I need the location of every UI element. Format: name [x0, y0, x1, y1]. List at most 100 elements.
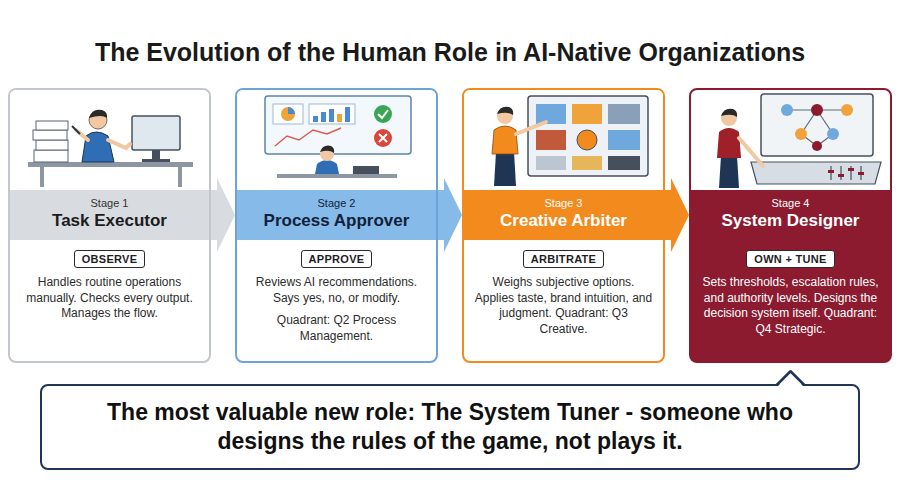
- illustration-part: [516, 122, 546, 134]
- illustration-part: [841, 104, 853, 116]
- stage-title: Process Approver: [243, 211, 430, 231]
- stage-card: Stage 3 Creative ArbiterARBITRATE Weighs s…: [462, 88, 665, 363]
- stage-number: Stage 4: [697, 197, 884, 209]
- illustration-part: [608, 156, 640, 170]
- stage-card: Stage 1 Task ExecutorOBSERVE Handles routi…: [8, 88, 211, 363]
- action-tag: APPROVE: [301, 250, 373, 268]
- stage-body: Reviews AI recommendations. Says yes, no…: [237, 275, 436, 361]
- illustration-part: [309, 104, 355, 124]
- illustration-part: [315, 160, 339, 174]
- dashboard-review-illustration: [265, 96, 411, 178]
- stage-description: Reviews AI recommendations. Says yes, no…: [247, 275, 426, 306]
- stage-description: Quadrant: Q2 Process Management.: [247, 313, 426, 344]
- illustration-part: [717, 128, 741, 158]
- stage-number: Stage 3: [470, 197, 657, 209]
- dashboard-review-illustration: [237, 90, 436, 190]
- illustration-part: [89, 110, 107, 118]
- screen-choice-illustration: [492, 96, 648, 186]
- illustration-part: [36, 140, 68, 150]
- illustration-part: [497, 107, 513, 115]
- illustration-part: [781, 104, 793, 116]
- illustration-part: [572, 156, 602, 170]
- illustration-part: [36, 121, 68, 130]
- illustration-part: [142, 159, 170, 162]
- stage-title: Creative Arbiter: [470, 211, 657, 231]
- stage-band: Stage 2 Process Approver: [237, 190, 436, 240]
- stage-body: Handles routine operations manually. Che…: [10, 275, 209, 339]
- stage-body: Weighs subjective options. Applies taste…: [464, 275, 663, 354]
- illustration-part: [608, 130, 640, 150]
- stage-arrow: [665, 178, 689, 252]
- tag-text: APPROVE: [309, 253, 365, 265]
- tag-slot: APPROVE: [301, 249, 373, 268]
- illustration-part: [608, 104, 640, 124]
- illustration-part: [108, 140, 130, 148]
- illustration-part: [178, 167, 182, 187]
- illustration-part: [313, 116, 318, 122]
- illustration-part: [152, 150, 160, 160]
- illustration-area: [464, 90, 663, 190]
- illustration-part: [795, 128, 807, 140]
- illustration-part: [721, 109, 737, 117]
- action-tag: OBSERVE: [74, 250, 146, 268]
- illustration-area: [691, 90, 890, 190]
- tag-text: OWN + TUNE: [754, 253, 826, 265]
- stage-body: Sets thresholds, escalation rules, and a…: [691, 275, 890, 354]
- stage-arrow: [438, 178, 462, 252]
- stage-band: Stage 4 System Designer: [691, 190, 890, 240]
- illustration-part: [831, 166, 861, 180]
- illustration-part: [378, 110, 388, 118]
- illustration-area: [237, 90, 436, 190]
- illustration-part: [132, 116, 180, 150]
- stage-card: Stage 4 System DesignerOWN + TUNE Sets thr…: [689, 88, 892, 363]
- illustration-part: [40, 167, 44, 187]
- illustration-part: [273, 104, 303, 124]
- illustration-part: [329, 109, 334, 122]
- stage-title: Task Executor: [16, 211, 203, 231]
- illustration-part: [34, 150, 68, 162]
- action-tag: OWN + TUNE: [746, 250, 834, 268]
- illustration-part: [345, 107, 350, 122]
- stage-description: Sets thresholds, escalation rules, and a…: [701, 275, 880, 337]
- illustration-part: [812, 141, 822, 151]
- illustration-part: [265, 96, 411, 154]
- illustration-part: [739, 138, 763, 166]
- diagram-title: The Evolution of the Human Role in AI-Na…: [0, 38, 900, 67]
- action-tag: ARBITRATE: [523, 250, 604, 268]
- illustration-part: [321, 112, 326, 122]
- callout-box: The most valuable new role: The System T…: [40, 384, 860, 470]
- illustration-part: [828, 170, 834, 173]
- system-console-illustration: [717, 94, 881, 188]
- callout-pointer-outline: [777, 371, 805, 385]
- screen-choice-illustration: [464, 90, 663, 190]
- callout-text: The most valuable new role: The System T…: [66, 398, 834, 456]
- illustration-area: [10, 90, 209, 190]
- illustration-part: [751, 162, 881, 184]
- desk-worker-illustration: [10, 90, 209, 190]
- illustration-part: [719, 156, 739, 188]
- illustration-part: [275, 128, 341, 146]
- illustration-part: [838, 174, 844, 177]
- illustration-part: [353, 166, 379, 174]
- stage-number: Stage 2: [243, 197, 430, 209]
- stage-number: Stage 1: [16, 197, 203, 209]
- illustration-part: [528, 96, 648, 176]
- tag-text: ARBITRATE: [531, 253, 596, 265]
- illustration-part: [840, 166, 841, 180]
- illustration-part: [536, 104, 566, 124]
- illustration-part: [572, 104, 602, 124]
- stage-title: System Designer: [697, 211, 884, 231]
- illustration-part: [536, 156, 566, 170]
- illustration-part: [379, 134, 387, 142]
- illustration-part: [277, 174, 397, 178]
- tag-slot: OBSERVE: [74, 249, 146, 268]
- illustration-part: [374, 129, 392, 147]
- stage-arrow: [211, 178, 235, 252]
- desk-worker-illustration: [28, 110, 193, 187]
- stage-description: Weighs subjective options. Applies taste…: [474, 275, 653, 337]
- tag-text: OBSERVE: [82, 253, 138, 265]
- illustration-part: [811, 104, 823, 116]
- illustration-part: [288, 107, 295, 114]
- illustration-part: [337, 114, 342, 122]
